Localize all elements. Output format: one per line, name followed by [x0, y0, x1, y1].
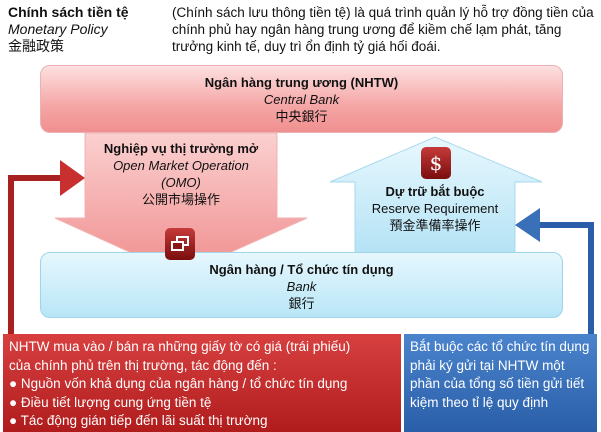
reserve-label: Dự trữ bắt buộc Reserve Requirement 預金準備… — [345, 183, 525, 234]
omo-note-intro1: NHTW mua vào / bán ra những giấy tờ có g… — [9, 339, 351, 354]
red-arrowhead — [60, 160, 85, 196]
omo-note-intro2: của chính phủ trên thị trường, tác động … — [9, 357, 277, 373]
central-bank-vi: Ngân hàng trung ương (NHTW) — [204, 75, 399, 90]
reserve-vi: Dự trữ bắt buộc — [385, 184, 485, 199]
blue-arrowhead — [515, 208, 540, 242]
omo-label: Nghiệp vụ thị trường mở Open Market Oper… — [85, 140, 277, 208]
bank-box: Ngân hàng / Tổ chức tín dụng Bank 銀行 — [40, 252, 563, 318]
omo-vi: Nghiệp vụ thị trường mở — [103, 141, 259, 156]
omo-en: Open Market Operation — [113, 158, 249, 173]
omo-down-arrow — [54, 132, 308, 276]
blue-feedback-line — [538, 222, 594, 336]
central-bank-jp: 中央銀行 — [275, 109, 328, 124]
omo-jp: 公開市場操作 — [141, 192, 220, 207]
reserve-jp: 預金準備率操作 — [389, 218, 481, 233]
omo-note-bullet: ● Điều tiết lượng cung ứng tiền tệ — [9, 394, 212, 410]
omo-note-bullet: ● Tác động gián tiếp đến lãi suất thị tr… — [9, 413, 268, 428]
dollar-icon: $ — [421, 147, 451, 179]
omo-note-bullet: ● Nguồn vốn khả dụng của ngân hàng / tổ … — [9, 376, 348, 391]
omo-note-box: NHTW mua vào / bán ra những giấy tờ có g… — [3, 334, 401, 432]
bank-jp: 銀行 — [288, 296, 315, 311]
reserve-note-box: Bắt buộc các tổ chức tín dụng phải ký gử… — [404, 334, 597, 432]
reserve-en: Reserve Requirement — [371, 201, 499, 216]
bank-en: Bank — [286, 279, 317, 294]
title-en: Monetary Policy — [8, 21, 108, 37]
title-block: Chính sách tiền tệ Monetary Policy 金融政策 — [8, 4, 129, 55]
bank-vi: Ngân hàng / Tổ chức tín dụng — [209, 262, 394, 277]
red-feedback-line — [8, 175, 62, 336]
title-vi: Chính sách tiền tệ — [8, 4, 129, 20]
description: (Chính sách lưu thông tiền tệ) là quá tr… — [172, 5, 594, 54]
omo-abbr: (OMO) — [161, 175, 201, 190]
central-bank-box: Ngân hàng trung ương (NHTW) Central Bank… — [40, 65, 563, 133]
windows-icon — [165, 228, 195, 260]
central-bank-en: Central Bank — [263, 92, 340, 107]
title-jp: 金融政策 — [8, 38, 64, 54]
